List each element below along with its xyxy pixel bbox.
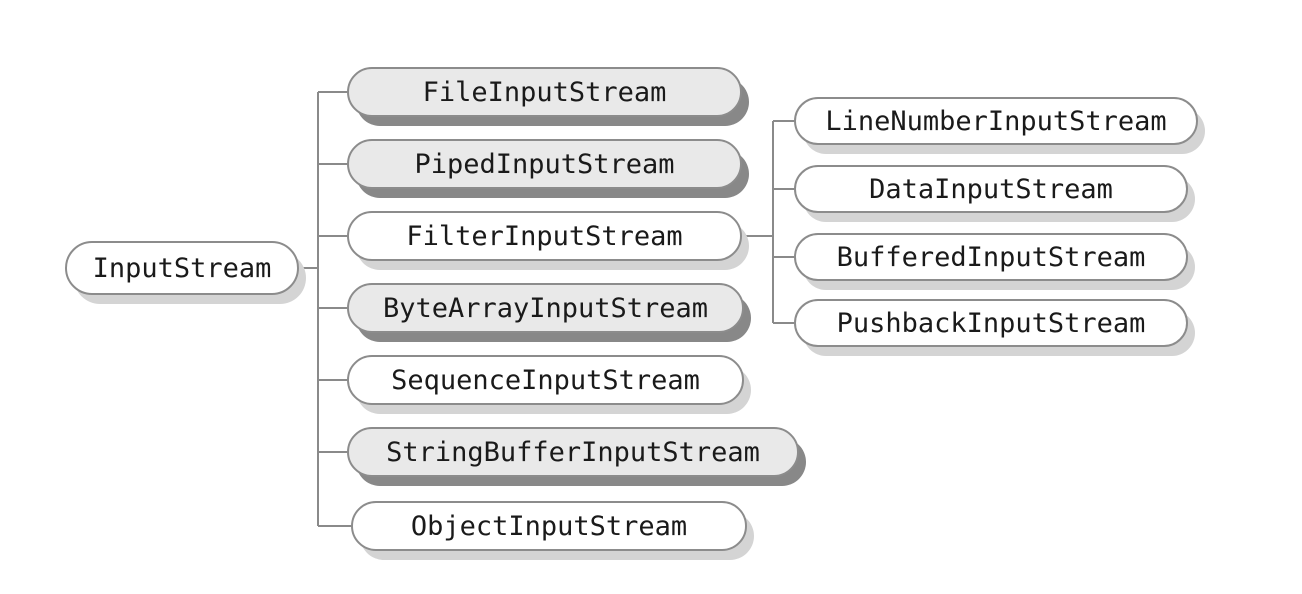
node-pill	[347, 427, 799, 477]
node-pill	[347, 355, 744, 405]
node-label: PushbackInputStream	[837, 308, 1146, 339]
node-datainputstream[interactable]: DataInputStream	[794, 165, 1195, 222]
node-pill	[351, 501, 747, 551]
node-label: LineNumberInputStream	[825, 106, 1166, 137]
node-label: DataInputStream	[869, 174, 1113, 205]
node-pipedinputstream[interactable]: PipedInputStream	[347, 139, 749, 198]
node-label: FilterInputStream	[406, 221, 682, 252]
node-stringbufferinputstream[interactable]: StringBufferInputStream	[347, 427, 806, 486]
node-label: FileInputStream	[423, 77, 667, 108]
class-nodes: InputStream FileInputStreamPipedInputStre…	[65, 67, 1205, 560]
node-label: PipedInputStream	[414, 149, 674, 180]
node-bufferedinputstream[interactable]: BufferedInputStream	[794, 233, 1195, 290]
connector-lines	[298, 91, 795, 527]
node-label: SequenceInputStream	[391, 365, 700, 396]
node-pill	[794, 165, 1188, 213]
node-pill	[794, 299, 1188, 347]
node-pill	[347, 67, 742, 117]
node-filterinputstream[interactable]: FilterInputStream	[347, 211, 749, 270]
node-label: BufferedInputStream	[837, 242, 1146, 273]
node-pill	[794, 233, 1188, 281]
node-pill	[794, 97, 1198, 145]
node-sequenceinputstream[interactable]: SequenceInputStream	[347, 355, 751, 414]
node-label: StringBufferInputStream	[386, 437, 760, 468]
node-pill	[347, 139, 742, 189]
node-fileinputstream[interactable]: FileInputStream	[347, 67, 749, 126]
node-pill	[347, 283, 744, 333]
node-linenumberinputstream[interactable]: LineNumberInputStream	[794, 97, 1205, 154]
node-bytearrayinputstream[interactable]: ByteArrayInputStream	[347, 283, 751, 342]
node-inputstream[interactable]: InputStream	[65, 241, 306, 304]
node-pill	[347, 211, 742, 261]
node-label: ObjectInputStream	[411, 511, 687, 542]
node-label: ByteArrayInputStream	[383, 293, 708, 324]
node-label: InputStream	[93, 253, 272, 284]
node-objectinputstream[interactable]: ObjectInputStream	[351, 501, 754, 560]
node-pushbackinputstream[interactable]: PushbackInputStream	[794, 299, 1195, 356]
node-pill	[65, 241, 299, 295]
